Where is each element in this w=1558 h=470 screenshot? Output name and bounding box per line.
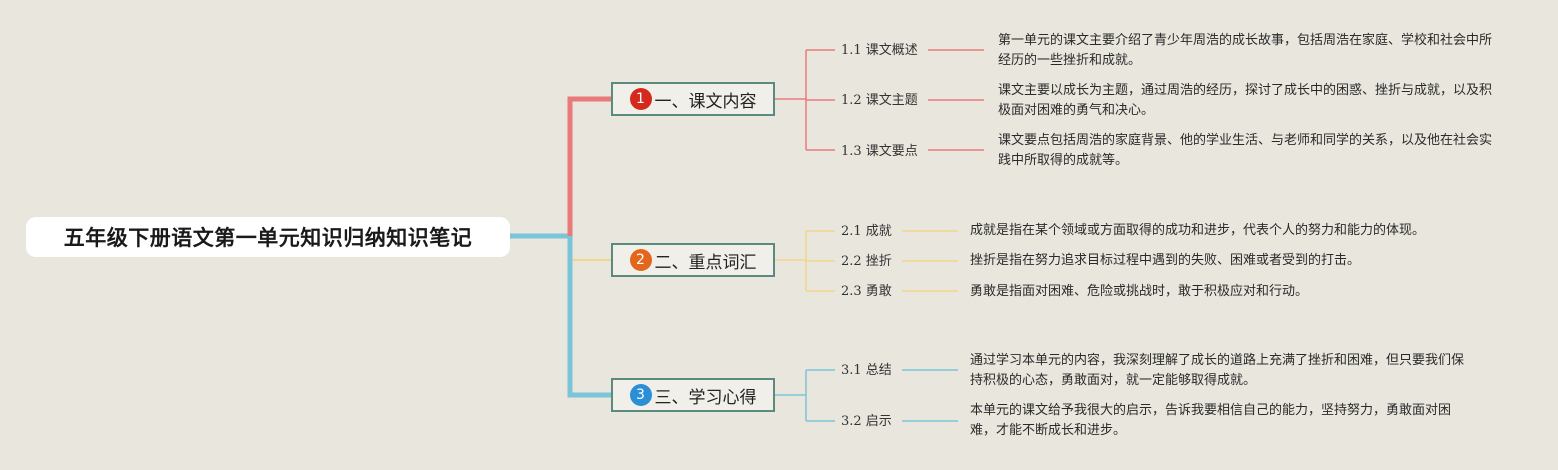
number-badge-icon: 3	[629, 384, 652, 406]
subtopic-1-1[interactable]: 1.1 课文概述	[841, 43, 918, 58]
note-2-1[interactable]: 成就是指在某个领域或方面取得的成功和进步，代表个人的努力和能力的体现。	[970, 223, 1426, 238]
branch-topic-3[interactable]: 3 三、学习心得	[611, 378, 775, 412]
number-badge-icon: 2	[629, 249, 652, 271]
note-1-3[interactable]: 课文要点包括周浩的家庭背景、他的学业生活、与老师和同学的关系，以及他在社会实践中…	[998, 133, 1493, 168]
subtopic-3-2[interactable]: 3.2 启示	[841, 414, 892, 429]
note-2-2[interactable]: 挫折是指在努力追求目标过程中遇到的失败、困难或者受到的打击。	[970, 253, 1361, 268]
number-badge-icon: 1	[629, 88, 652, 110]
branch-3-connector	[567, 236, 611, 398]
note-3-2[interactable]: 本单元的课文给予我很大的启示，告诉我要相信自己的能力，坚持努力，勇敢面对困难，才…	[970, 403, 1452, 438]
note-1-1[interactable]: 第一单元的课文主要介绍了青少年周浩的成长故事，包括周浩在家庭、学校和社会中所经历…	[998, 33, 1493, 68]
subtopic-3-1[interactable]: 3.1 总结	[841, 363, 892, 378]
subtopic-1-3[interactable]: 1.3 课文要点	[841, 144, 918, 159]
note-3-1[interactable]: 通过学习本单元的内容，我深刻理解了成长的道路上充满了挫折和困难，但只要我们保持积…	[970, 353, 1465, 388]
note-2-3[interactable]: 勇敢是指面对困难、危险或挑战时，敢于积极应对和行动。	[970, 284, 1309, 299]
branch-topic-title: 三、学习心得	[654, 387, 757, 408]
root-topic-title: 五年级下册语文第一单元知识归纳知识笔记	[63, 226, 473, 250]
branch-1-connector	[567, 96, 611, 236]
subtopic-2-1[interactable]: 2.1 成就	[841, 224, 892, 239]
branch-2-connector	[569, 236, 611, 261]
subtopic-1-2[interactable]: 1.2 课文主题	[841, 93, 918, 108]
branch-topic-1[interactable]: 1 一、课文内容	[611, 82, 775, 116]
subtopic-2-2[interactable]: 2.2 挫折	[841, 254, 892, 269]
branch-topic-2[interactable]: 2 二、重点词汇	[611, 243, 775, 277]
note-1-2[interactable]: 课文主要以成长为主题，通过周浩的经历，探讨了成长中的困惑、挫折与成就，以及积极面…	[998, 83, 1493, 118]
branch-topic-title: 一、课文内容	[654, 91, 757, 112]
subtopic-2-3[interactable]: 2.3 勇敢	[841, 284, 892, 299]
branch-topic-title: 二、重点词汇	[654, 252, 757, 273]
root-topic[interactable]: 五年级下册语文第一单元知识归纳知识笔记	[26, 217, 510, 257]
